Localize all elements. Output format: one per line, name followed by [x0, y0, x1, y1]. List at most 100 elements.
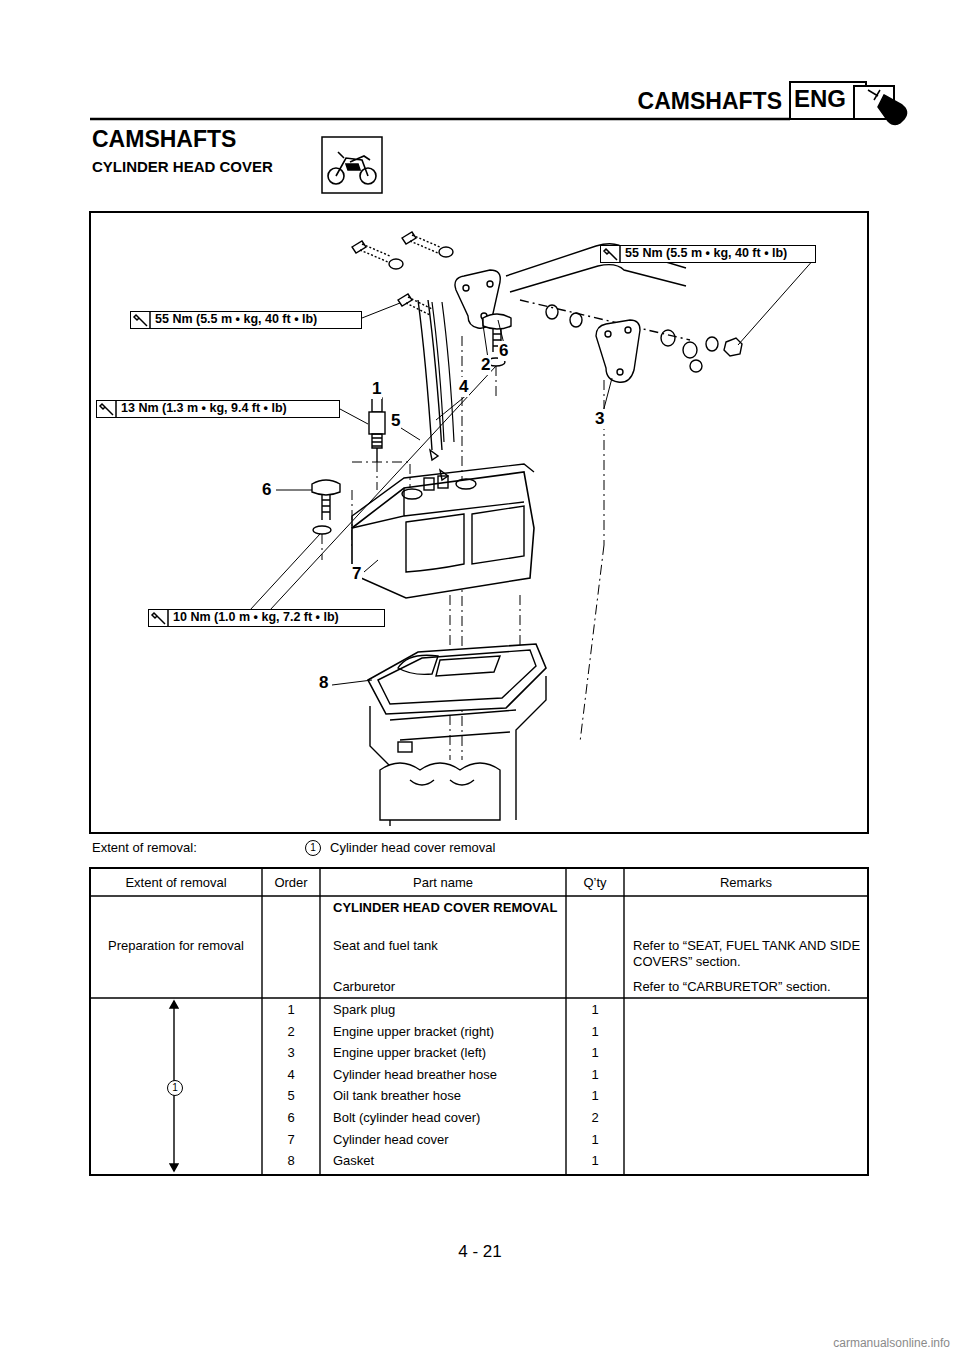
illustration-part [398, 742, 412, 752]
illustration-part [424, 478, 434, 490]
table-cell: 1 [262, 1002, 320, 1018]
table-cell: Engine upper bracket (right) [333, 1024, 494, 1040]
illustration-part [340, 409, 368, 424]
table-cell: Spark plug [333, 1002, 395, 1018]
illustration-part [483, 314, 511, 329]
table-cell: Gasket [333, 1153, 374, 1169]
illustration-part [276, 490, 312, 491]
illustration-part [322, 137, 382, 193]
table-cell: Bolt (cylinder head cover) [333, 1110, 480, 1126]
illustration-part [322, 534, 323, 560]
table-header: Remarks [624, 875, 868, 891]
illustration-part [605, 331, 611, 337]
wrench-icon-path [134, 312, 150, 328]
illustration-part [368, 644, 546, 714]
table-cell: Refer to “CARBURETOR” section. [633, 979, 831, 995]
illustration-part [456, 479, 476, 489]
illustration-part [372, 398, 382, 412]
callout-number: 6 [498, 341, 509, 361]
illustration-part [90, 118, 790, 121]
illustration-part [322, 494, 330, 520]
table-cell: Preparation for removal [90, 938, 262, 954]
illustration-part [90, 212, 868, 833]
table-cell: Carburetor [333, 979, 395, 995]
torque-box: 10 Nm (1.0 m • kg, 7.2 ft • lb) [148, 609, 385, 627]
illustration-part [580, 545, 604, 742]
wrench-icon-path [604, 246, 620, 262]
illustration-part [438, 476, 448, 488]
illustration-part [360, 244, 390, 262]
torque-box: 55 Nm (5.5 m • kg, 40 ft • lb) [600, 245, 816, 263]
circled-number: 1 [305, 840, 321, 856]
table-header: Order [262, 875, 320, 891]
illustration-part [90, 895, 868, 896]
removal-note: Cylinder head cover removal [330, 840, 495, 856]
table-cell: 1 [566, 1088, 624, 1104]
torque-value: 10 Nm (1.0 m • kg, 7.2 ft • lb) [149, 610, 384, 625]
wrench-icon [601, 246, 621, 262]
wrench-icon [131, 312, 151, 328]
circled-number: 1 [167, 1080, 183, 1096]
illustration-part [625, 327, 631, 333]
illustration-part [378, 650, 536, 704]
illustration-part [410, 780, 474, 785]
illustration-part [724, 338, 742, 356]
illustration-part [878, 95, 907, 125]
callout-number: 1 [371, 379, 382, 399]
table-cell: 1 [566, 1132, 624, 1148]
illustration-part [738, 258, 815, 345]
table-cell: 5 [262, 1088, 320, 1104]
illustration-part [617, 369, 623, 375]
illustration-part [372, 434, 382, 448]
watermark: carmanualsonline.info [700, 1336, 950, 1350]
torque-value: 55 Nm (5.5 m • kg, 40 ft • lb) [601, 246, 815, 261]
illustration-part [868, 90, 880, 100]
table-header: Part name [320, 875, 566, 891]
torque-box: 55 Nm (5.5 m • kg, 40 ft • lb) [130, 311, 362, 329]
illustration-part [406, 506, 524, 572]
callout-number: 2 [480, 355, 491, 375]
illustration-part [380, 763, 500, 820]
illustration-part [390, 710, 516, 740]
illustration-part [570, 313, 582, 327]
table-header: Q’ty [566, 875, 624, 891]
illustration-part [336, 152, 370, 176]
illustration-part [90, 82, 907, 1175]
table-cell: 2 [262, 1024, 320, 1040]
section-tab: ENG [792, 84, 855, 117]
subheading: CYLINDER HEAD COVER [92, 158, 273, 176]
callout-number: 7 [351, 564, 362, 584]
wrench-icon-path [152, 610, 168, 626]
wrench-icon [97, 401, 117, 417]
table-cell: Cylinder head breather hose [333, 1067, 497, 1083]
illustration-part [520, 300, 690, 340]
illustration-part [313, 526, 331, 534]
illustration-part [398, 655, 500, 676]
callout-number: 8 [318, 673, 329, 693]
illustration-part [623, 868, 624, 1175]
table-cell: 6 [262, 1110, 320, 1126]
torque-value: 13 Nm (1.3 m • kg, 9.4 ft • lb) [97, 401, 339, 416]
illustration-part [402, 489, 422, 499]
page-heading: CAMSHAFTS [92, 126, 236, 154]
running-header: CAMSHAFTS [590, 88, 782, 116]
illustration-part [322, 336, 604, 760]
illustration-part [376, 448, 377, 462]
page-number: 4 - 21 [380, 1242, 580, 1262]
illustration-part [90, 868, 868, 1175]
illustration-part [436, 394, 468, 420]
callout-number: 4 [458, 377, 469, 397]
illustration-part [369, 412, 385, 434]
table-cell: Engine upper bracket (left) [333, 1045, 486, 1061]
section-code: ENG [792, 84, 855, 114]
illustration-part [332, 680, 372, 685]
illustration-part [364, 560, 378, 572]
callout-number: 6 [261, 480, 272, 500]
illustration-part [439, 247, 453, 257]
table-header: Extent of removal [90, 875, 262, 891]
illustration-part [410, 235, 440, 253]
illustration-part [250, 534, 320, 610]
illustration-part [463, 285, 469, 291]
table-cell: 1 [566, 1024, 624, 1040]
